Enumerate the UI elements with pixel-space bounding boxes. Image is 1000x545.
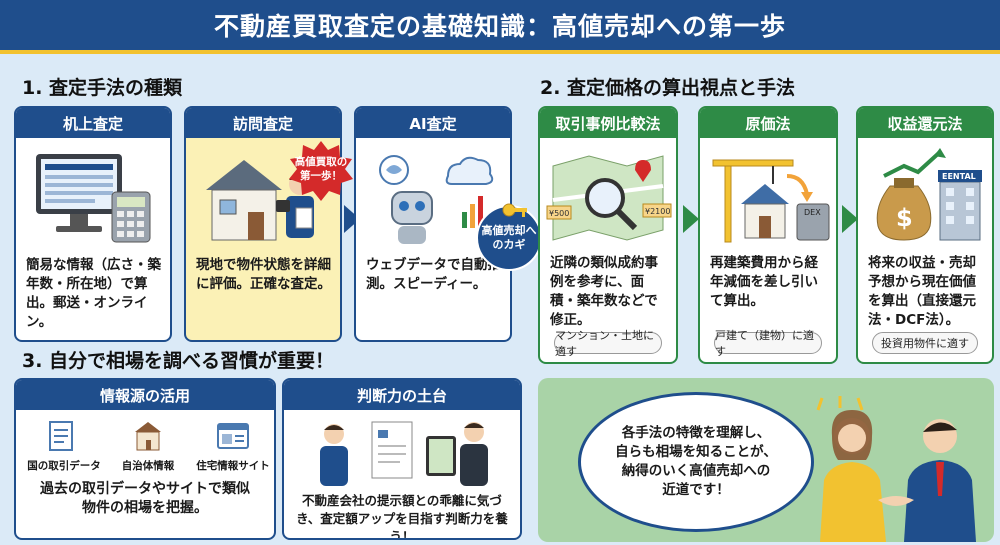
card-description: 現地で物件状態を詳細に評価。正確な査定。 xyxy=(196,257,331,292)
starburst-badge-icon xyxy=(289,141,353,201)
card-description: 近隣の類似成約事例を参考に、面積・築年数などで修正。 xyxy=(550,255,658,328)
website-icon xyxy=(217,423,249,449)
agents-tablet-icon xyxy=(320,421,488,486)
section3-title: 3. 自分で相場を調べる習慣が重要！ xyxy=(22,350,335,372)
card-description: ウェブデータで自動推測。スピーディー。 xyxy=(366,257,501,292)
section2-title: 2. 査定価格の算出視点と手法 xyxy=(540,77,796,99)
crane-house-icon: DEX xyxy=(712,159,830,243)
city-hall-icon xyxy=(135,422,161,451)
map-magnifier-icon: ¥500 ¥2100 xyxy=(546,155,672,241)
key-icon xyxy=(502,203,527,217)
suitability-tag: マンション・土地に適す xyxy=(554,329,662,358)
key-badge-text: 高値売却へのカギ xyxy=(481,224,537,251)
card-description: 不動産会社の提示額との乖離に気づき、査定額アップを目指す判断力を養う！ xyxy=(296,493,508,540)
card-header: 判断力の土台 xyxy=(284,380,520,410)
card-description: 簡易な情報（広さ・築年数・所在地）で算出。郵送・オンライン。 xyxy=(26,257,161,330)
card-cost-approach: 原価法 DEX 再建築費用から経年減価を差し引いて算出。 戸建て（建物）に適す xyxy=(698,106,838,364)
card-desk-appraisal: 机上査定 簡易な情報（広さ・築年数・所在地）で算出。郵送・オンライン。 xyxy=(14,106,172,342)
title-banner: 不動産買取査定の基礎知識：高値売却への第一歩 xyxy=(0,0,1000,54)
card-header: 収益還元法 xyxy=(858,108,992,138)
card-header: 取引事例比較法 xyxy=(540,108,676,138)
page-title: 不動産買取査定の基礎知識：高値売却への第一歩 xyxy=(213,12,786,41)
section1-title: 1. 査定手法の種類 xyxy=(22,77,183,99)
card-header: 原価法 xyxy=(700,108,836,138)
card-header: 訪問査定 xyxy=(186,108,340,138)
source-label-national: 国の取引データ xyxy=(27,460,101,472)
source-label-municipal: 自治体情報 xyxy=(121,460,175,472)
card-onsite-appraisal: 訪問査定 現地で物件状態を詳細に評価。正確な査定。 xyxy=(184,106,342,342)
source-label-housing-site: 住宅情報サイト xyxy=(196,460,270,472)
handshake-icon xyxy=(816,396,976,542)
document-icon xyxy=(49,421,73,451)
card-header: 情報源の活用 xyxy=(16,380,274,410)
arrow-right-icon xyxy=(683,205,699,233)
card-header: 机上査定 xyxy=(16,108,170,138)
card-income-approach: 収益還元法 $ EENTAL 将来の収益・売却予想から現在価値を算出（直接還元法… xyxy=(856,106,994,364)
computer-calculator-icon xyxy=(36,154,151,243)
svg-text:$: $ xyxy=(896,204,913,232)
calculator-label: DEX xyxy=(804,208,821,217)
robot-cloud-icon xyxy=(379,155,494,244)
speech-bubble: 各手法の特徴を理解し、 自らも相場を知ることが、 納得のいく高値売却への 近道で… xyxy=(578,392,814,532)
card-judgment: 判断力の土台 不動産会社の提示額との乖離に気づき、査定額アップを目指す判断力を養… xyxy=(282,378,522,540)
card-description: 再建築費用から経年減価を差し引いて算出。 xyxy=(710,255,818,309)
badge-text: 高値買取の第一歩！ xyxy=(294,156,348,182)
card-header: AI査定 xyxy=(356,108,510,138)
suitability-tag: 戸建て（建物）に適す xyxy=(714,329,822,358)
price-tag-2: ¥2100 xyxy=(645,207,670,216)
card-description: 将来の収益・売却予想から現在価値を算出（直接還元法・DCF法）。 xyxy=(868,255,976,328)
moneybag-building-icon: $ EENTAL xyxy=(876,148,982,241)
bubble-text: 各手法の特徴を理解し、 自らも相場を知ることが、 納得のいく高値売却への 近道で… xyxy=(615,425,777,498)
price-tag-1: ¥500 xyxy=(549,209,569,218)
suitability-tag: 投資用物件に適す xyxy=(872,332,978,354)
arrow-right-icon xyxy=(842,205,858,233)
card-sales-comparison: 取引事例比較法 ¥500 ¥2100 近隣の類似成約事例を参考に、面積・築年数な… xyxy=(538,106,678,364)
card-description: 過去の取引データやサイトで類似物件の相場を把握。 xyxy=(40,481,250,516)
building-sign: EENTAL xyxy=(942,172,976,181)
card-info-sources: 情報源の活用 国の取引データ 自治体情報 住宅情報サイト 過去の取引データやサイ… xyxy=(14,378,276,540)
